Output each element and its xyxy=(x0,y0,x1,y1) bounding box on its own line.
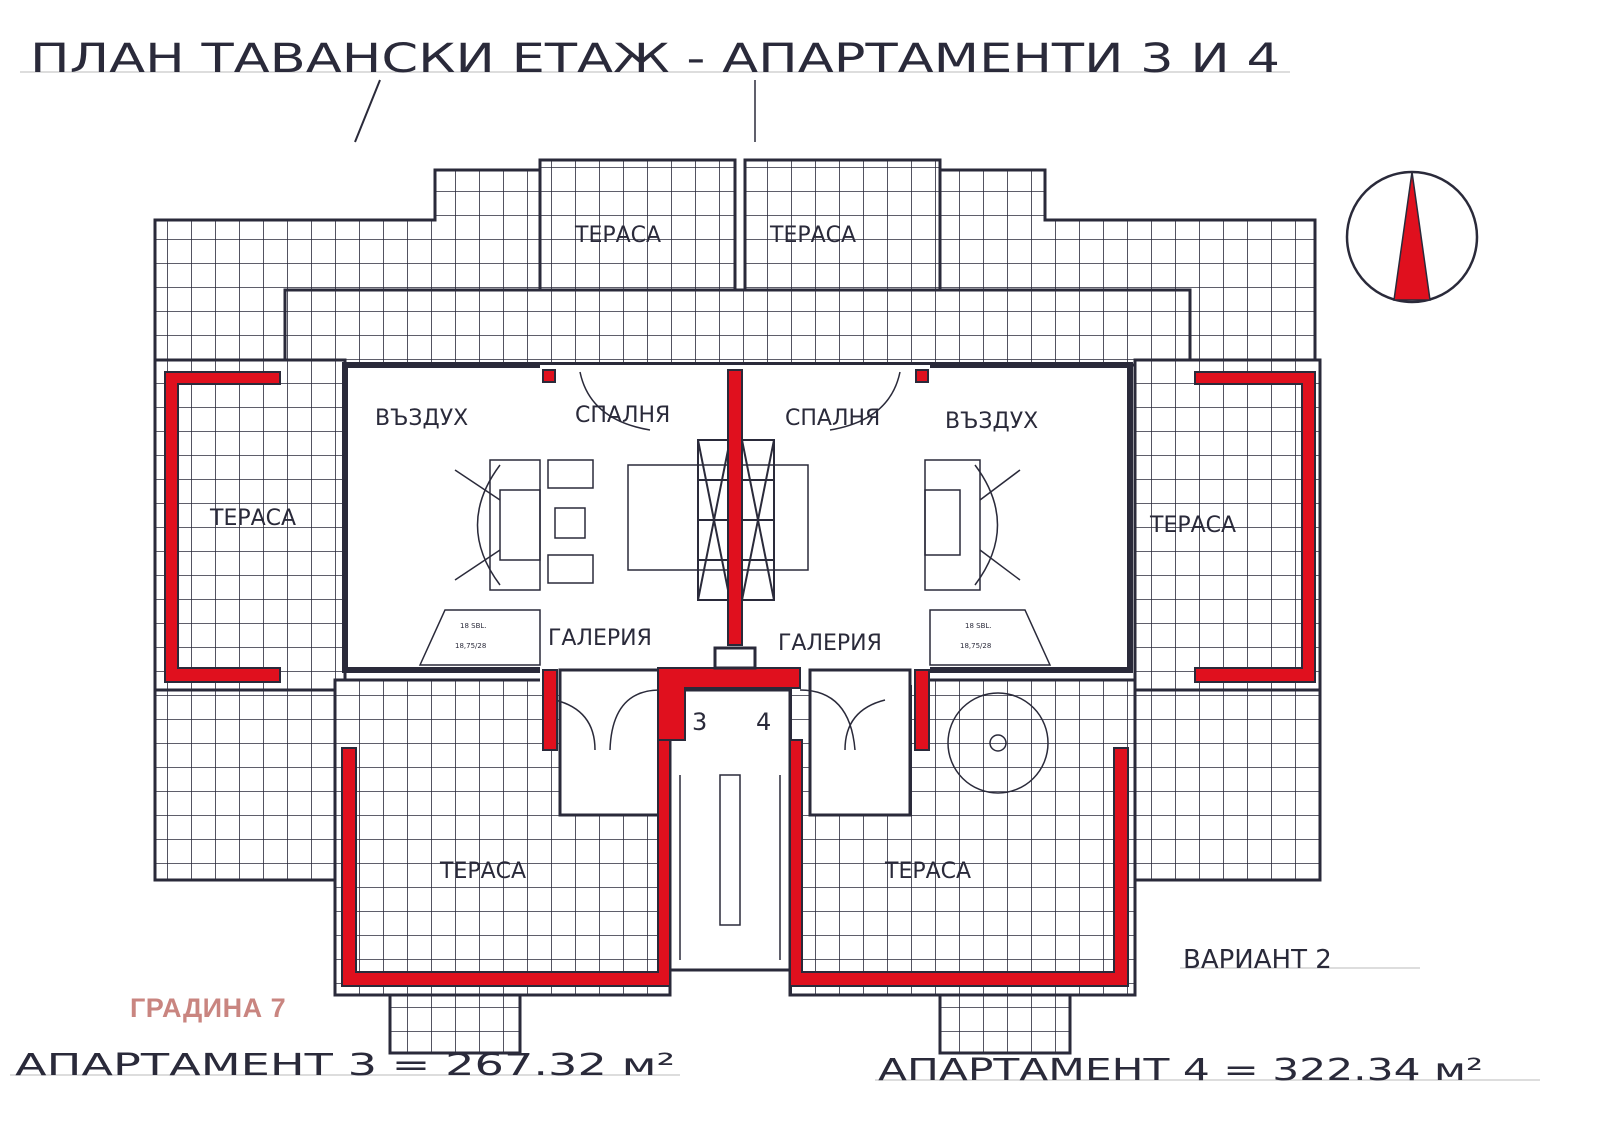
bearing-walls xyxy=(164,369,1316,987)
entrance-apt4: 4 xyxy=(756,708,771,736)
garden-watermark: ГРАДИНА 7 xyxy=(130,993,287,1023)
entrance-apt3: 3 xyxy=(692,708,707,736)
variant-label: ВАРИАНТ 2 xyxy=(1183,945,1332,975)
stair-size-left: 18,75/28 xyxy=(455,642,486,650)
compass-north-arrow-icon xyxy=(1345,170,1479,304)
label-gallery-apt4: ГАЛЕРИЯ xyxy=(778,631,882,656)
label-terrace-top-left: ТЕРАСА xyxy=(574,223,661,248)
label-air-right: ВЪЗДУХ xyxy=(945,409,1038,434)
label-terrace-left: ТЕРАСА xyxy=(209,506,296,531)
label-air-left: ВЪЗДУХ xyxy=(375,406,468,431)
label-bedroom-apt4: СПАЛНЯ xyxy=(785,406,880,431)
stair-size-right: 18,75/28 xyxy=(960,642,991,650)
area-apt3: АПАРТАМЕНТ 3 = 267.32 м² xyxy=(15,1048,675,1083)
label-terrace-bottom-right: ТЕРАСА xyxy=(884,859,971,884)
plan-title: ПЛАН ТАВАНСКИ ЕТАЖ - АПАРТАМЕНТИ 3 И 4 xyxy=(30,36,1280,82)
label-terrace-right: ТЕРАСА xyxy=(1149,513,1236,538)
furniture xyxy=(418,371,1052,794)
label-terrace-top-right: ТЕРАСА xyxy=(769,223,856,248)
stair-steps-left: 18 SBL. xyxy=(460,622,487,630)
stair-steps-right: 18 SBL. xyxy=(965,622,992,630)
label-gallery-apt3: ГАЛЕРИЯ xyxy=(548,626,652,651)
area-apt4: АПАРТАМЕНТ 4 = 322.34 м² xyxy=(878,1053,1483,1088)
label-terrace-bottom-left: ТЕРАСА xyxy=(439,859,526,884)
label-bedroom-apt3: СПАЛНЯ xyxy=(575,403,670,428)
